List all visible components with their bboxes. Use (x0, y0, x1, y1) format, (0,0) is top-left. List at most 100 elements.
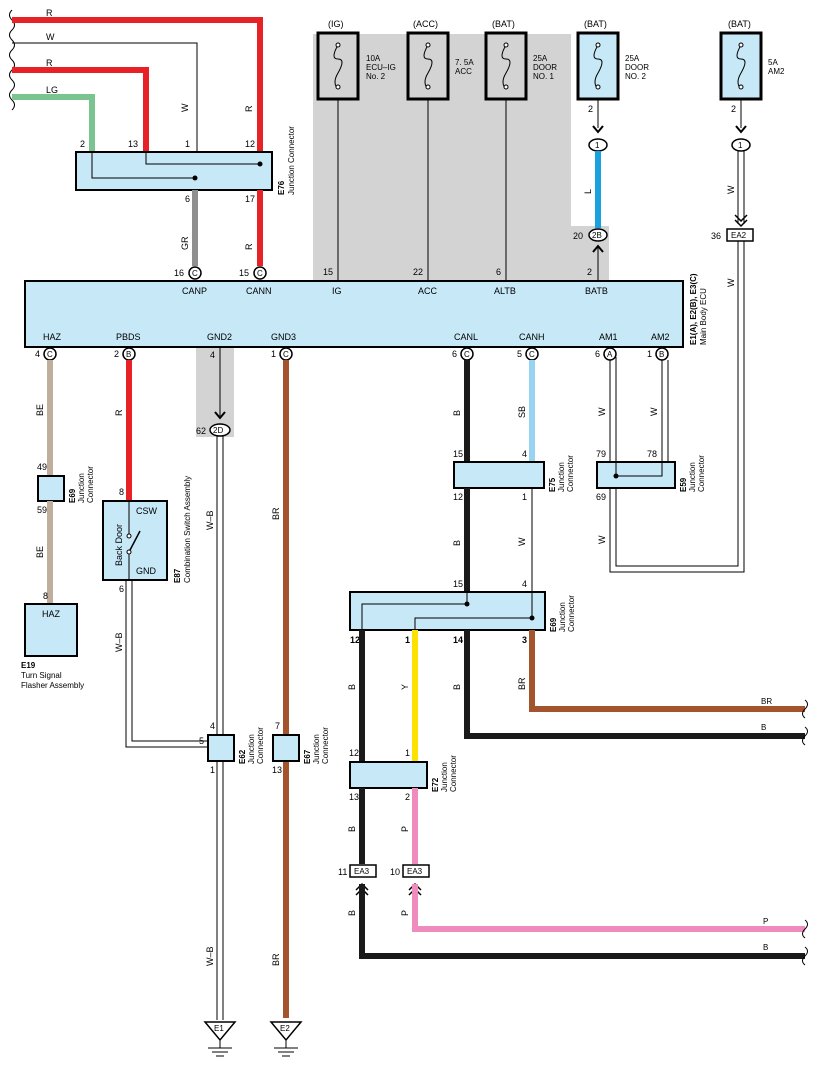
fuse-door2-source: (BAT) (584, 19, 607, 29)
e87-gnd: GND (136, 566, 157, 576)
wire-label-w-ea2: W (726, 278, 736, 287)
e69b-type2: Connector (567, 595, 576, 632)
wire-label-b-e75: B (452, 540, 462, 546)
fuse-am2-name: AM2 (768, 67, 785, 76)
ecu-pin-c-canp (188, 266, 202, 280)
ecu-label-canh: CANH (519, 332, 545, 342)
ground-e1: E1 (203, 1021, 237, 1057)
wire-label-l: L (583, 189, 593, 194)
e67-code: E67 (303, 749, 312, 764)
wire-wb-e87-a (125, 580, 209, 748)
fuse-acc: (ACC) 7. 5A ACC (406, 19, 474, 101)
ecu-label-altb: ALTB (494, 286, 516, 296)
junction-2b (588, 228, 608, 242)
e19-name2: Flasher Assembly (21, 681, 84, 690)
junction-2b-code: 2B (592, 231, 602, 240)
ecu-label-ig: IG (332, 286, 342, 296)
fuse-icon (333, 44, 343, 90)
ecu-label-pbds: PBDS (116, 332, 141, 342)
e76-internal-line-1 (91, 152, 195, 179)
e69b-pin-14: 14 (453, 635, 463, 645)
ecu-pin-am1-num: 6 (595, 349, 600, 359)
ecu-pin-canp-conn: C (192, 269, 198, 278)
wire-label-w-am1: W (597, 407, 607, 416)
e75-pin-1: 1 (522, 492, 527, 502)
right-exit-b1: B (761, 723, 766, 732)
wire-label-w-drop: W (180, 103, 190, 112)
fuse-door1-rating: 25A (533, 54, 548, 63)
e59-code: E59 (679, 477, 688, 492)
wire-label-r1: R (46, 8, 53, 18)
e19-code: E19 (21, 661, 36, 670)
ecu-pin-am1 (603, 347, 617, 361)
fuse-door2-name2: NO. 2 (625, 72, 646, 81)
ecu-pin-gnd3-conn: C (283, 350, 289, 359)
connector-am2-pin: 1 (738, 141, 743, 150)
e59-pin-69: 69 (596, 492, 606, 502)
wire-label-wb-e87: W–B (114, 632, 124, 652)
fuse-icon (736, 44, 746, 90)
connector-chevron-icon (734, 214, 748, 228)
e76-internal-line-2 (145, 152, 260, 165)
wire-label-b-e72-bot: B (347, 826, 357, 832)
wavy-edge-right-2 (802, 919, 808, 966)
e59-pin-79: 79 (596, 449, 606, 459)
e76-junction-dot-2 (257, 161, 263, 167)
e69a-type2: Connector (86, 466, 95, 503)
connector-chevron-icon (214, 411, 226, 420)
ecu-label-canl: CANL (454, 332, 478, 342)
ecu-label-gnd2: GND2 (207, 332, 232, 342)
wire-label-br-e69: BR (517, 677, 527, 690)
e76-pin-1: 1 (185, 139, 190, 149)
e62-pin-4: 4 (210, 721, 215, 731)
wire-wb-e87-b (131, 580, 209, 742)
fuse-door2-rating: 25A (625, 54, 640, 63)
e72-type: Junction (440, 762, 449, 792)
e69b-pin-12: 12 (350, 635, 360, 645)
ecu-label-acc: ACC (418, 286, 438, 296)
fuse-acc-rating: 7. 5A (455, 58, 474, 67)
fuse-door1-source: (BAT) (492, 19, 515, 29)
shade-gnd2-area (196, 347, 234, 437)
ecu-pin-gnd3-num: 1 (271, 349, 276, 359)
fuse-acc-name: ACC (455, 67, 472, 76)
wire-label-p-ea3: P (400, 910, 410, 916)
junction-2d-pin: 62 (196, 426, 206, 436)
wire-label-be-top: BE (35, 404, 45, 416)
e62-type2: Connector (256, 727, 265, 764)
e67-type2: Connector (321, 727, 330, 764)
right-exit-br: BR (761, 697, 772, 706)
ground-icon (269, 1021, 303, 1042)
ecu-pin-canl-conn: C (464, 350, 470, 359)
e59-internal-line (615, 462, 663, 477)
wire-label-p-e72: P (400, 826, 410, 832)
e75-pin-12: 12 (453, 492, 463, 502)
wire-p-right (412, 884, 805, 932)
e87-csw: CSW (136, 506, 158, 516)
connector-ea3-p (402, 864, 430, 878)
e67-pin-7: 7 (275, 721, 280, 731)
e59-junction-dot (613, 473, 619, 479)
junction-2b-pin: 20 (573, 231, 583, 241)
fuse-door2-pin-out: 2 (588, 104, 593, 114)
ecu-pin-gnd2-num: 4 (210, 350, 215, 360)
junction-connector-e72 (349, 761, 428, 789)
ecu-pin-acc-num: 22 (413, 267, 423, 277)
fuse-door2-name: DOOR (625, 63, 649, 72)
junction-connector-e67 (272, 734, 300, 762)
switch-icon (128, 530, 141, 553)
e72-type2: Connector (449, 755, 458, 792)
wire-label-w-e75: W (517, 537, 527, 546)
ecu-pin-am1-conn: A (607, 350, 613, 359)
e75-code: E75 (548, 477, 557, 492)
e87-pin-8: 8 (119, 487, 124, 497)
fuse-ecu-ig-no2: (IG) 10A ECU–IG No. 2 (316, 19, 396, 101)
fuse-am2-source: (BAT) (728, 19, 751, 29)
junction-connector-e62 (207, 734, 235, 762)
ecu-pin-cann-num: 15 (239, 268, 249, 278)
e67-type: Junction (312, 734, 321, 764)
e75-pin-4: 4 (522, 449, 527, 459)
ecu-pin-haz-num: 4 (35, 349, 40, 359)
wire-label-w-am2b: W (649, 407, 659, 416)
e69a-pin-59: 59 (37, 505, 47, 515)
